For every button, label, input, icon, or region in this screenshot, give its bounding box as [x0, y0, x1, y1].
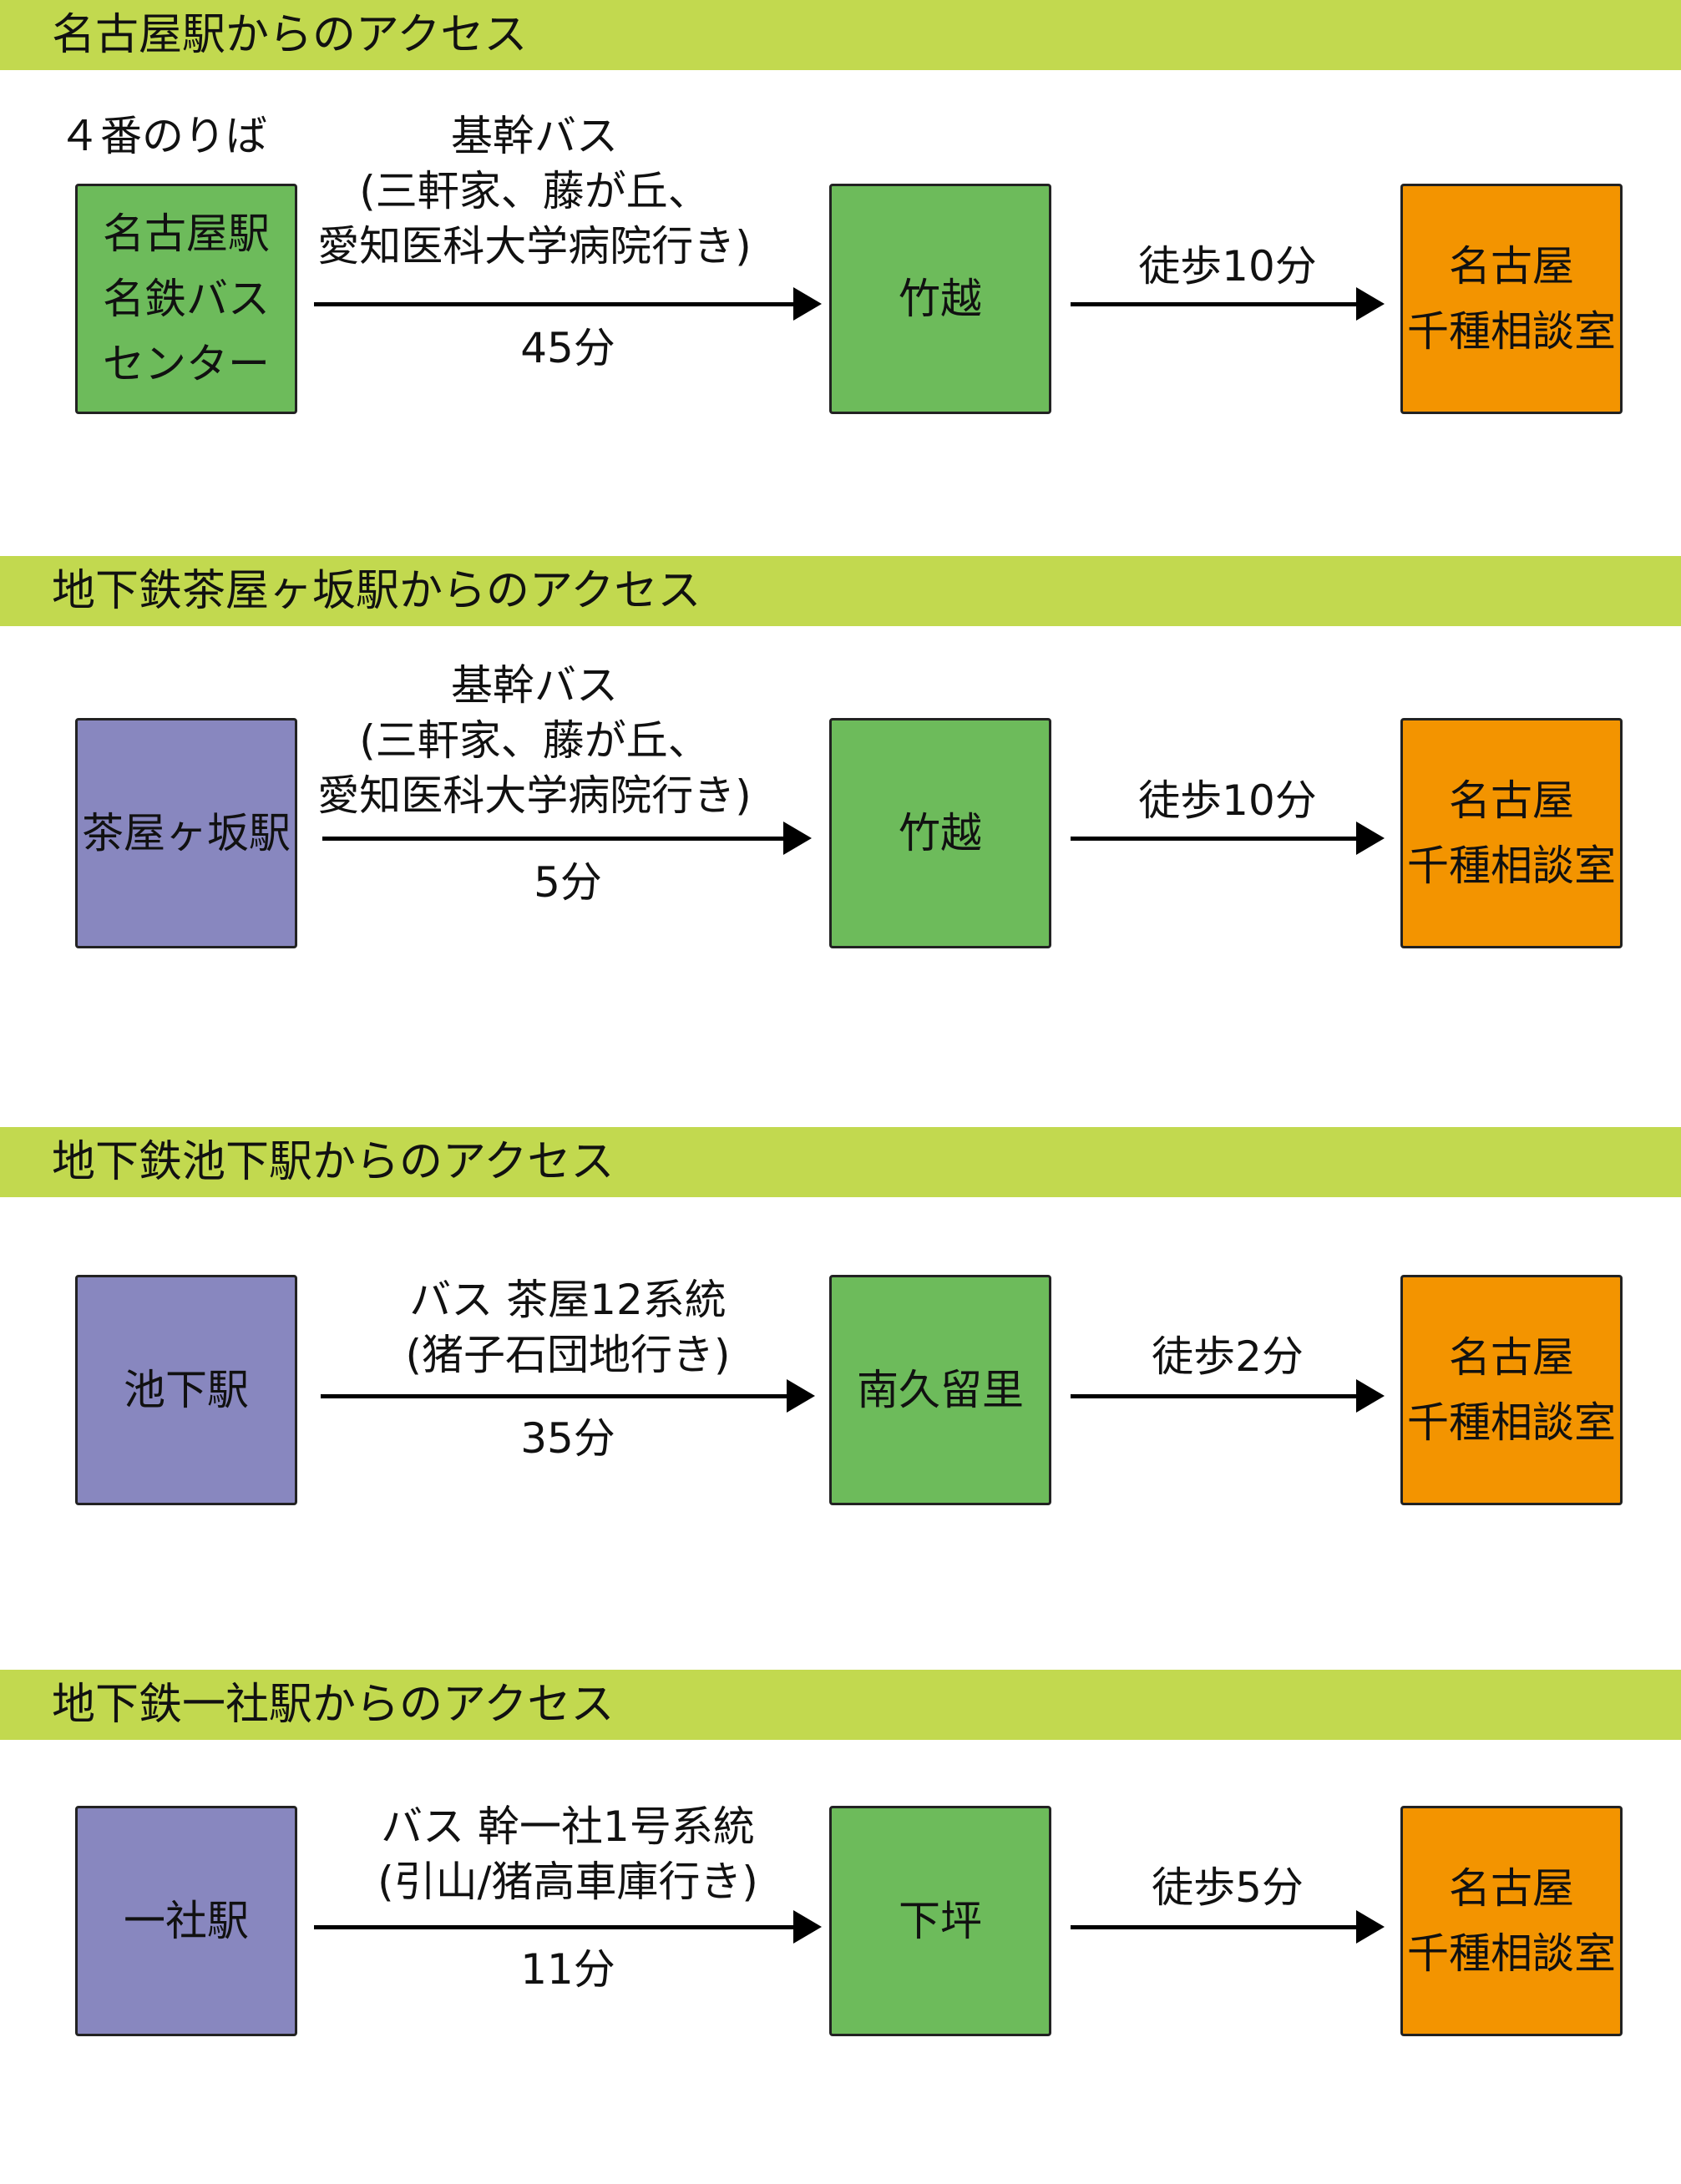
bus-route-time: 45分: [520, 324, 615, 372]
section-header-chayagasaka: 地下鉄茶屋ヶ坂駅からのアクセス: [0, 556, 1681, 626]
destination-label: 名古屋 千種相談室: [1407, 242, 1616, 356]
walk-arrow: [1071, 1379, 1385, 1413]
origin-label: 池下駅: [124, 1366, 249, 1414]
bus-route-arrow: [321, 1379, 815, 1413]
walk-arrow: [1071, 287, 1385, 321]
origin-node-nagoya-bus-center: 名古屋駅 名鉄バス センター: [75, 184, 297, 414]
origin-label: 名古屋駅 名鉄バス センター: [103, 210, 270, 388]
section-header-nagoya-station: 名古屋駅からのアクセス: [0, 0, 1681, 70]
destination-label: 名古屋 千種相談室: [1407, 1333, 1616, 1447]
origin-label: 茶屋ヶ坂駅: [82, 809, 291, 857]
destination-node-chikusa-office: 名古屋 千種相談室: [1400, 718, 1623, 948]
destination-label: 名古屋 千種相談室: [1407, 776, 1616, 890]
stop-node-takekoshi: 竹越: [829, 184, 1051, 414]
bus-route-time: 5分: [534, 858, 602, 907]
walk-time-label: 徒歩5分: [1152, 1863, 1304, 1912]
bus-route-label: バス 幹一社1号系統 (引山/猪高車庫行き): [377, 1802, 758, 1906]
walk-arrow: [1071, 1910, 1385, 1944]
origin-node-issha-station: 一社駅: [75, 1806, 297, 2036]
stop-label: 竹越: [899, 809, 982, 857]
walk-time-label: 徒歩10分: [1138, 776, 1317, 825]
bus-route-time: 11分: [520, 1945, 615, 1994]
walk-time-label: 徒歩10分: [1138, 242, 1317, 291]
stop-node-takekoshi: 竹越: [829, 718, 1051, 948]
stop-label: 南久留里: [857, 1366, 1024, 1414]
section-title: 地下鉄一社駅からのアクセス: [52, 1680, 615, 1730]
destination-node-chikusa-office: 名古屋 千種相談室: [1400, 1275, 1623, 1505]
bus-route-arrow: [322, 822, 812, 855]
stop-node-minami-kururi: 南久留里: [829, 1275, 1051, 1505]
bus-route-arrow: [314, 1910, 822, 1944]
destination-label: 名古屋 千種相談室: [1407, 1864, 1616, 1978]
stop-node-shimotsubo: 下坪: [829, 1806, 1051, 2036]
destination-node-chikusa-office: 名古屋 千種相談室: [1400, 1806, 1623, 2036]
bus-route-label: 基幹バス (三軒家、藤が丘、 愛知医科大学病院行き): [317, 661, 752, 820]
origin-label: 一社駅: [124, 1897, 249, 1945]
bus-route-label: 基幹バス (三軒家、藤が丘、 愛知医科大学病院行き): [317, 112, 752, 270]
destination-node-chikusa-office: 名古屋 千種相談室: [1400, 184, 1623, 414]
bus-route-label: バス 茶屋12系統 (猪子石団地行き): [405, 1276, 731, 1379]
bus-route-time: 35分: [520, 1414, 615, 1463]
origin-node-ikeshita-station: 池下駅: [75, 1275, 297, 1505]
stop-label: 下坪: [899, 1897, 982, 1945]
section-title: 地下鉄茶屋ヶ坂駅からのアクセス: [52, 566, 701, 616]
walk-arrow: [1071, 822, 1385, 855]
section-title: 地下鉄池下駅からのアクセス: [52, 1137, 615, 1187]
platform-label: ４番のりば: [58, 112, 267, 160]
section-header-ikeshita: 地下鉄池下駅からのアクセス: [0, 1127, 1681, 1197]
section-header-issha: 地下鉄一社駅からのアクセス: [0, 1670, 1681, 1740]
section-title: 名古屋駅からのアクセス: [52, 10, 528, 60]
walk-time-label: 徒歩2分: [1152, 1332, 1304, 1381]
bus-route-arrow: [314, 287, 822, 321]
origin-node-chayagasaka-station: 茶屋ヶ坂駅: [75, 718, 297, 948]
stop-label: 竹越: [899, 275, 982, 323]
